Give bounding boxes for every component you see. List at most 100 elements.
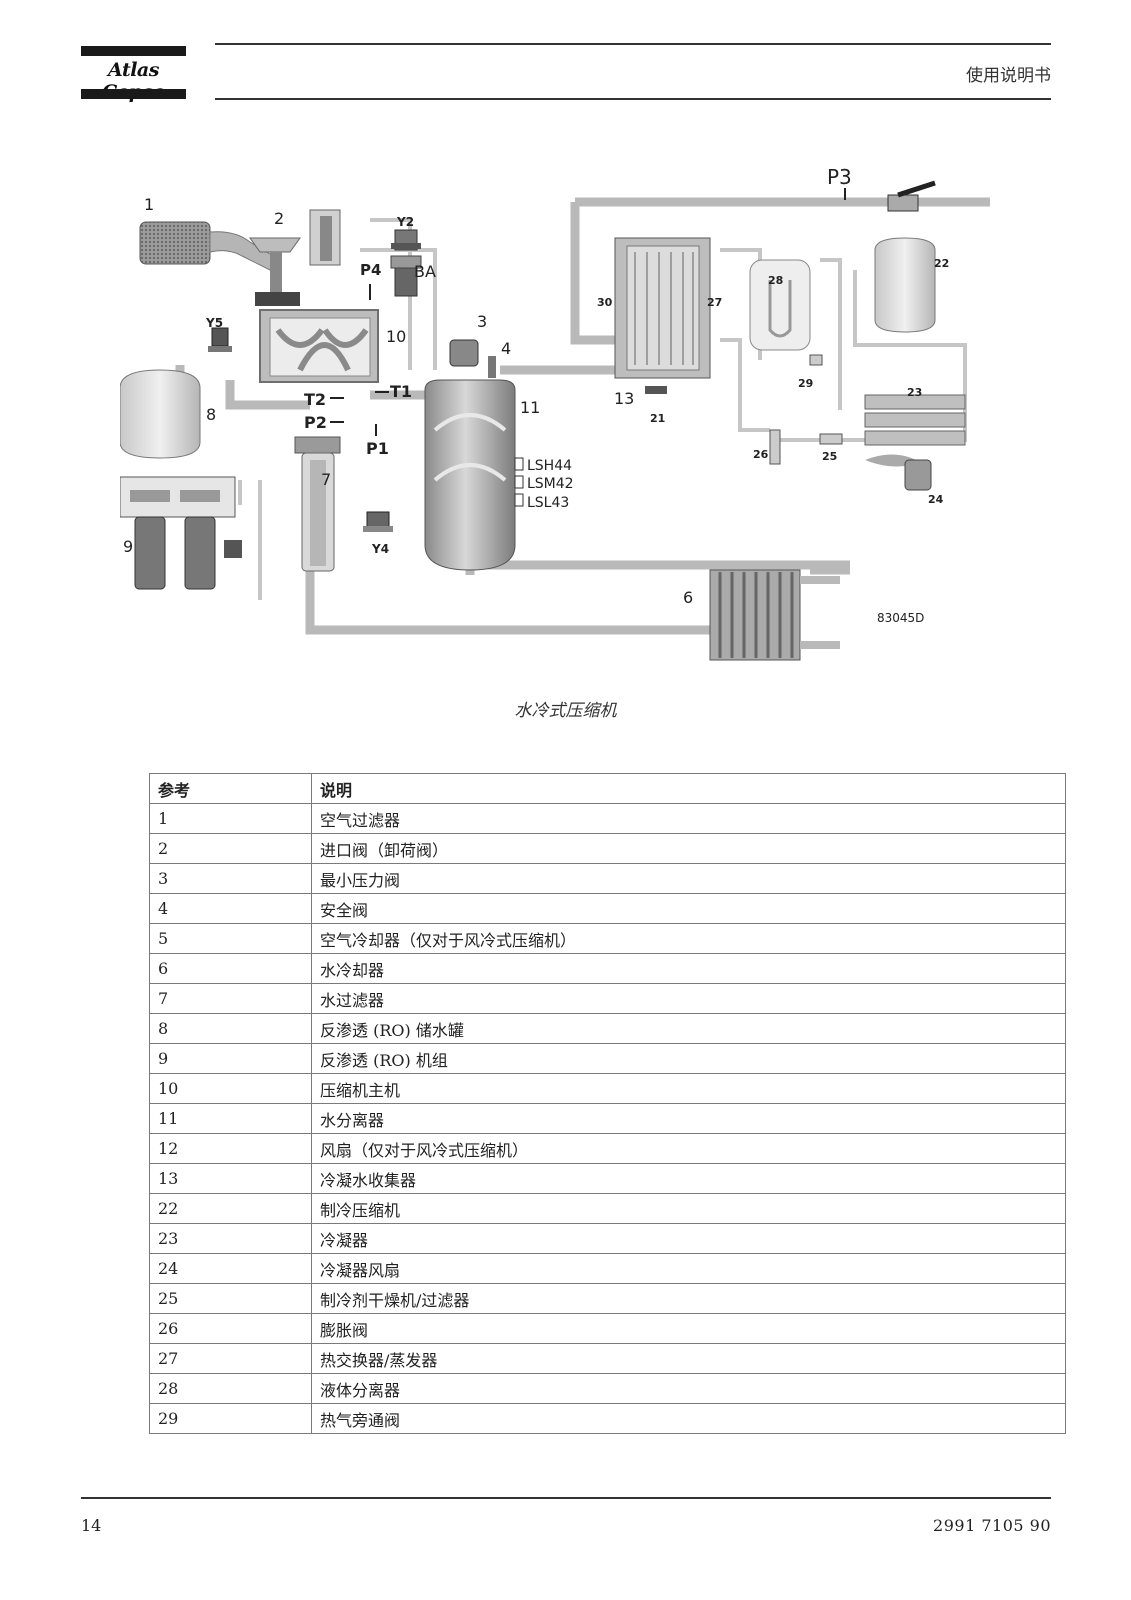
label-27: 27 bbox=[707, 296, 722, 309]
label-t1: T1 bbox=[390, 382, 412, 401]
label-3: 3 bbox=[477, 312, 487, 331]
label-9: 9 bbox=[123, 537, 133, 556]
page-number: 14 bbox=[81, 1516, 102, 1535]
ref-cell: 7 bbox=[149, 983, 312, 1014]
document-title: 使用说明书 bbox=[966, 66, 1051, 86]
label-t2: T2 bbox=[304, 390, 326, 409]
label-y5: Y5 bbox=[205, 316, 223, 330]
desc-cell: 冷凝水收集器 bbox=[311, 1163, 1066, 1194]
desc-cell: 最小压力阀 bbox=[311, 863, 1066, 894]
desc-cell: 空气过滤器 bbox=[311, 803, 1066, 834]
desc-cell: 制冷剂干燥机/过滤器 bbox=[311, 1283, 1066, 1314]
ref-cell: 12 bbox=[149, 1133, 312, 1164]
label-28: 28 bbox=[768, 274, 783, 287]
label-29: 29 bbox=[798, 377, 813, 390]
ref-cell: 24 bbox=[149, 1253, 312, 1284]
desc-cell: 冷凝器风扇 bbox=[311, 1253, 1066, 1284]
ref-cell: 3 bbox=[149, 863, 312, 894]
desc-cell: 热气旁通阀 bbox=[311, 1403, 1066, 1434]
label-21: 21 bbox=[650, 412, 665, 425]
column-header-desc: 说明 bbox=[311, 773, 1066, 804]
desc-cell: 水分离器 bbox=[311, 1103, 1066, 1134]
desc-cell: 反渗透 (RO) 机组 bbox=[311, 1043, 1066, 1074]
label-p3: P3 bbox=[827, 165, 852, 189]
logo-top-bar bbox=[81, 46, 186, 56]
label-24: 24 bbox=[928, 493, 944, 506]
ref-cell: 5 bbox=[149, 923, 312, 954]
label-10: 10 bbox=[386, 327, 406, 346]
desc-cell: 安全阀 bbox=[311, 893, 1066, 924]
ref-cell: 9 bbox=[149, 1043, 312, 1074]
desc-cell: 冷凝器 bbox=[311, 1223, 1066, 1254]
label-1: 1 bbox=[144, 195, 154, 214]
desc-cell: 热交换器/蒸发器 bbox=[311, 1343, 1066, 1374]
footer-rule bbox=[81, 1497, 1051, 1499]
ref-cell: 8 bbox=[149, 1013, 312, 1044]
table-header-row: 参考 说明 bbox=[149, 773, 1066, 804]
label-lsh44: LSH44 bbox=[527, 458, 572, 474]
label-22: 22 bbox=[934, 257, 949, 270]
desc-cell: 进口阀（卸荷阀） bbox=[311, 833, 1066, 864]
label-y2: Y2 bbox=[396, 215, 414, 229]
desc-cell: 风扇（仅对于风冷式压缩机） bbox=[311, 1133, 1066, 1164]
label-ba: BA bbox=[414, 262, 436, 281]
label-11: 11 bbox=[520, 398, 540, 417]
ref-cell: 6 bbox=[149, 953, 312, 984]
ref-cell: 29 bbox=[149, 1403, 312, 1434]
ref-cell: 11 bbox=[149, 1103, 312, 1134]
ref-cell: 23 bbox=[149, 1223, 312, 1254]
label-6: 6 bbox=[683, 588, 693, 607]
desc-cell: 空气冷却器（仅对于风冷式压缩机） bbox=[311, 923, 1066, 954]
ref-cell: 22 bbox=[149, 1193, 312, 1224]
ref-cell: 13 bbox=[149, 1163, 312, 1194]
column-header-ref: 参考 bbox=[149, 773, 312, 804]
flow-diagram: 1 2 3 4 6 7 8 9 10 11 13 21 22 23 24 25 … bbox=[119, 160, 1020, 690]
ref-cell: 25 bbox=[149, 1283, 312, 1314]
ref-cell: 2 bbox=[149, 833, 312, 864]
label-lsl43: LSL43 bbox=[527, 495, 569, 511]
label-23: 23 bbox=[907, 386, 922, 399]
label-26: 26 bbox=[753, 448, 769, 461]
label-2: 2 bbox=[274, 209, 284, 228]
desc-cell: 水过滤器 bbox=[311, 983, 1066, 1014]
label-y4: Y4 bbox=[371, 542, 389, 556]
label-8: 8 bbox=[206, 405, 216, 424]
desc-cell: 制冷压缩机 bbox=[311, 1193, 1066, 1224]
drawing-id: 83045D bbox=[877, 611, 924, 625]
ref-cell: 10 bbox=[149, 1073, 312, 1104]
label-p1: P1 bbox=[366, 439, 389, 458]
logo-bottom-bar bbox=[81, 89, 186, 99]
label-4: 4 bbox=[501, 339, 511, 358]
label-p4: P4 bbox=[360, 261, 381, 279]
ref-cell: 28 bbox=[149, 1373, 312, 1404]
ref-cell: 1 bbox=[149, 803, 312, 834]
label-30: 30 bbox=[597, 296, 613, 309]
desc-cell: 膨胀阀 bbox=[311, 1313, 1066, 1344]
desc-cell: 压缩机主机 bbox=[311, 1073, 1066, 1104]
header-rule-bottom bbox=[215, 98, 1051, 100]
label-lsm42: LSM42 bbox=[527, 476, 574, 492]
ref-cell: 27 bbox=[149, 1343, 312, 1374]
brand-logo: Atlas Copco bbox=[81, 46, 186, 103]
document-number: 2991 7105 90 bbox=[933, 1516, 1051, 1535]
label-25: 25 bbox=[822, 450, 837, 463]
